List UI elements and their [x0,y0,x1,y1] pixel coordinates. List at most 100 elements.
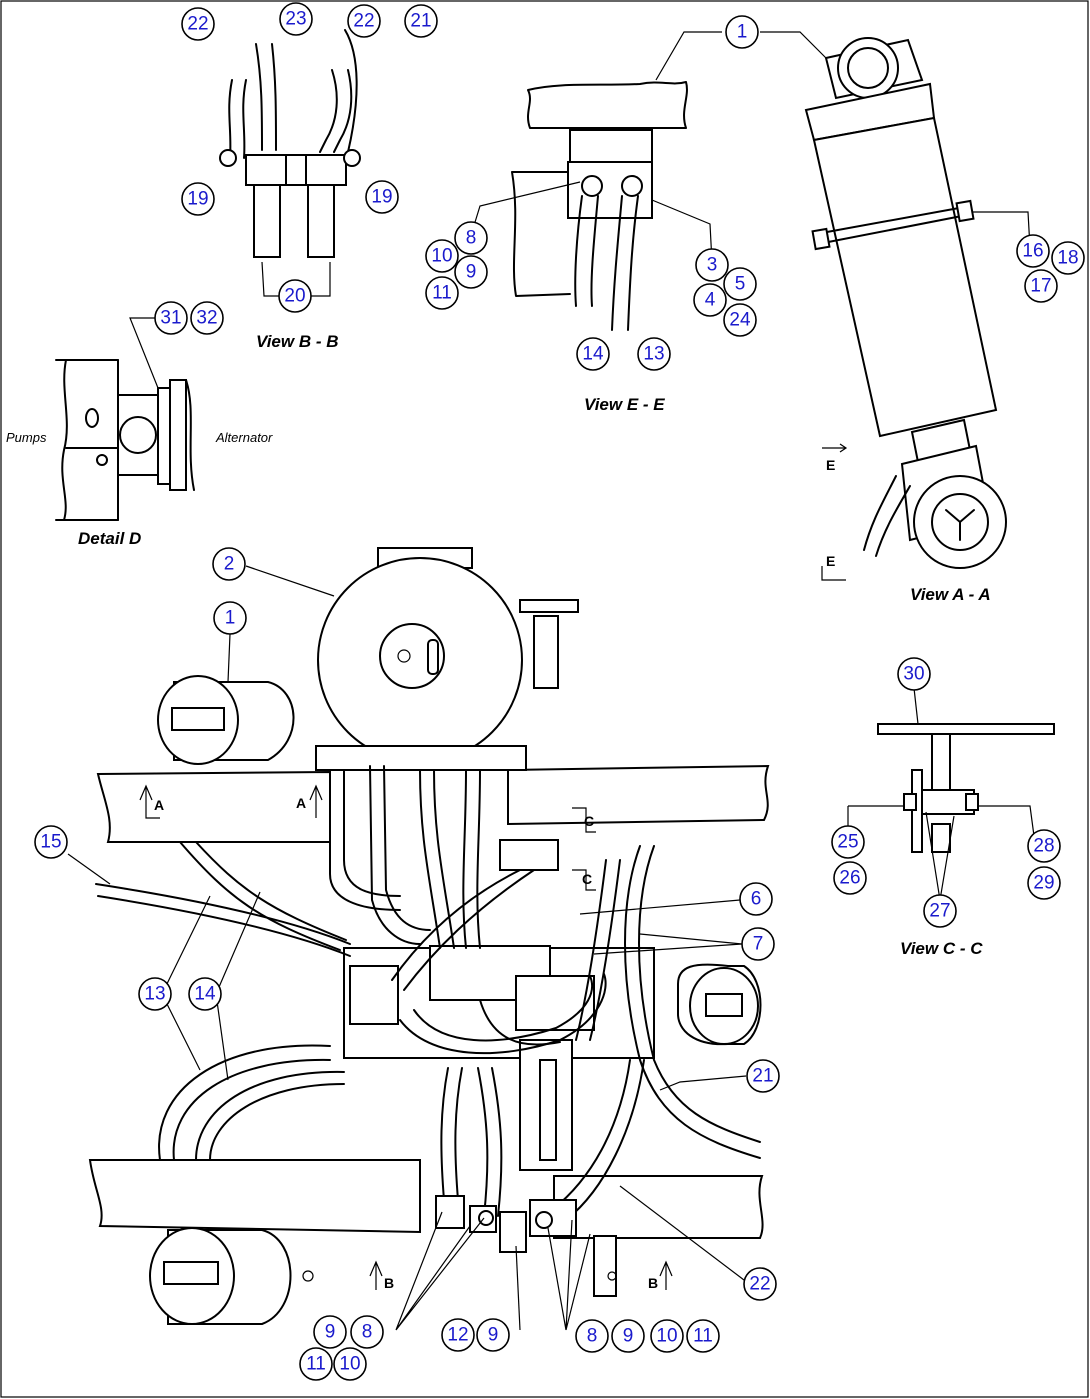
balloon-9-main-left: 9 [313,1315,347,1349]
balloon-19-left: 19 [181,182,215,216]
svg-text:14: 14 [582,344,604,365]
detail-d-caption: Detail D [78,529,141,548]
balloon-11-view-ee: 11 [425,276,459,310]
balloon-21-view-bb: 21 [404,4,438,38]
balloon-group: 1 1 2 3 4 5 6 7 8 8 8 9 9 9 9 10 10 10 1… [34,2,1085,1381]
svg-text:19: 19 [187,189,208,210]
svg-text:23: 23 [285,9,306,30]
svg-text:8: 8 [466,228,477,249]
balloon-10-view-ee: 10 [425,239,459,273]
balloon-32: 32 [190,301,224,335]
balloon-8-main-left: 8 [350,1315,384,1349]
section-mark-a-right: A [296,795,306,811]
svg-text:1: 1 [225,608,236,629]
svg-text:22: 22 [353,11,374,32]
balloon-13-view-ee: 13 [637,337,671,371]
balloon-8-view-ee: 8 [454,221,488,255]
balloon-2: 2 [212,547,246,581]
svg-text:25: 25 [837,832,858,853]
section-mark-c-bottom: C [582,871,592,887]
section-mark-c-top: C [584,813,594,829]
balloon-9-view-ee: 9 [454,255,488,289]
svg-text:9: 9 [325,1322,336,1343]
svg-text:7: 7 [753,934,764,955]
svg-text:28: 28 [1033,836,1054,857]
svg-text:18: 18 [1057,248,1078,269]
svg-text:10: 10 [656,1326,677,1347]
balloon-29: 29 [1027,866,1061,900]
balloon-3: 3 [695,248,729,282]
svg-text:9: 9 [466,262,477,283]
svg-text:5: 5 [735,274,746,295]
balloon-30: 30 [897,657,931,691]
view-ee-drawing [471,81,713,331]
balloon-14-view-ee: 14 [576,337,610,371]
svg-text:19: 19 [371,187,392,208]
svg-text:11: 11 [432,283,452,304]
svg-text:3: 3 [707,255,718,276]
view-cc-caption: View C - C [900,939,983,958]
pumps-label: Pumps [6,430,47,445]
balloon-22-view-bb-right: 22 [347,4,381,38]
balloon-17: 17 [1024,269,1058,303]
balloon-24: 24 [723,303,757,337]
svg-text:11: 11 [693,1326,713,1347]
balloon-15: 15 [34,825,68,859]
svg-text:14: 14 [194,984,216,1005]
balloon-19-right: 19 [365,180,399,214]
svg-text:20: 20 [284,286,305,307]
svg-text:13: 13 [144,984,165,1005]
svg-text:22: 22 [187,14,208,35]
balloon-16: 16 [1016,234,1050,268]
alternator-label: Alternator [215,430,273,445]
svg-text:6: 6 [751,889,762,910]
balloon-14-main: 14 [188,977,222,1011]
balloon-25: 25 [831,825,865,859]
view-bb-caption: View B - B [256,332,339,351]
svg-text:9: 9 [623,1326,634,1347]
balloon-6: 6 [739,882,773,916]
balloon-4: 4 [693,283,727,317]
svg-text:8: 8 [587,1326,598,1347]
view-bb-drawing [219,29,361,297]
svg-text:4: 4 [705,290,716,311]
svg-text:8: 8 [362,1322,373,1343]
svg-text:24: 24 [729,310,751,331]
balloon-11-main-right: 11 [686,1319,720,1353]
balloon-8-main-right: 8 [575,1319,609,1353]
balloon-23: 23 [279,2,313,36]
section-mark-a-left: A [154,797,164,813]
svg-text:22: 22 [749,1274,770,1295]
balloon-27: 27 [923,894,957,928]
section-mark-e-bottom: E [826,553,835,569]
section-mark-b-left: B [384,1275,394,1291]
balloon-28: 28 [1027,829,1061,863]
balloon-10-main-left: 10 [333,1347,367,1381]
balloon-11-main-left: 11 [299,1347,333,1381]
svg-text:1: 1 [737,22,748,43]
balloon-20: 20 [278,279,312,313]
svg-text:10: 10 [431,246,452,267]
balloon-7: 7 [741,927,775,961]
balloon-26: 26 [833,861,867,895]
section-mark-e-top: E [826,457,835,473]
svg-text:32: 32 [196,308,217,329]
view-aa-drawing [655,31,1031,581]
svg-text:15: 15 [40,832,61,853]
view-cc-drawing [847,687,1055,901]
balloon-1-main: 1 [213,601,247,635]
balloon-31: 31 [154,301,188,335]
svg-text:29: 29 [1033,873,1054,894]
balloon-18: 18 [1051,241,1085,275]
balloon-13-main: 13 [138,977,172,1011]
svg-text:30: 30 [903,664,924,685]
svg-text:21: 21 [410,11,431,32]
view-ee-caption: View E - E [584,395,665,414]
detail-d-drawing [55,317,195,521]
balloon-9-main-center: 9 [476,1318,510,1352]
svg-text:16: 16 [1022,241,1043,262]
svg-text:11: 11 [306,1354,326,1375]
balloon-9-main-right: 9 [611,1319,645,1353]
svg-text:21: 21 [752,1066,773,1087]
